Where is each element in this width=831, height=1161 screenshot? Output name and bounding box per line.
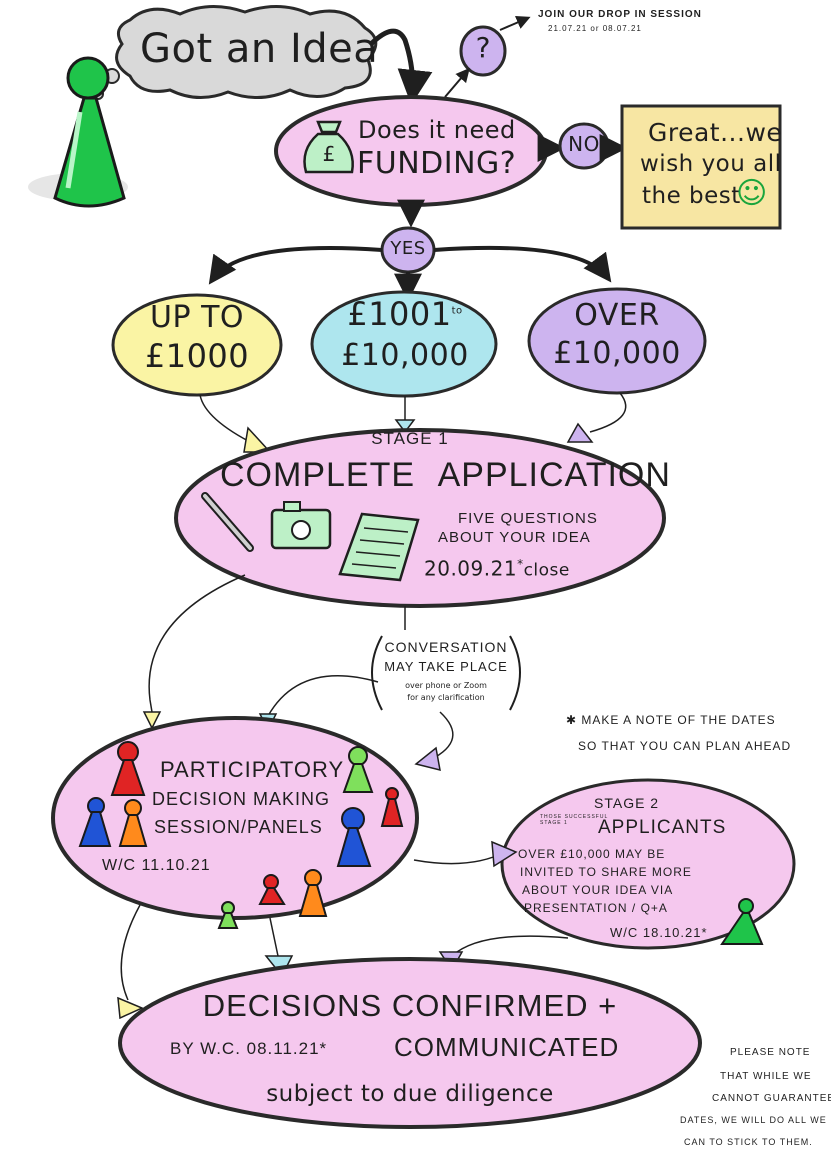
tier-1-line-1: UP TO: [149, 300, 245, 335]
tier-3-ellipse: [527, 287, 707, 395]
decisions-line-1: DECISIONS CONFIRMED +: [202, 988, 618, 1023]
conversation-line-1: CONVERSATION: [384, 639, 508, 655]
please-note-line-2: THAT WHILE WE: [720, 1071, 812, 1082]
tier-3-line-2: £10,000: [553, 336, 681, 371]
funding-question-line-2: FUNDING?: [357, 146, 517, 181]
stage-1-close-star: *: [517, 557, 524, 571]
panels-line-1: PARTICIPATORY: [160, 757, 345, 782]
small-green-figure-icon: [720, 898, 764, 945]
stage-2-line-3: ABOUT YOUR IDEA VIA: [522, 883, 674, 897]
arrow-yes-to-tier-3: [433, 245, 612, 283]
stage-1-questions-line-1: FIVE QUESTIONS: [458, 510, 598, 527]
decisions-line-2: COMMUNICATED: [394, 1032, 620, 1062]
green-figure-icon: [28, 56, 128, 208]
stage-2-title: APPLICANTS: [598, 817, 727, 838]
decisions-ellipse: [118, 957, 702, 1129]
dates-note-line-2: SO THAT YOU CAN PLAN AHEAD: [578, 739, 792, 753]
decisions-by-label: BY W.C. 08.11.21*: [170, 1039, 328, 1058]
smiley-icon: ☺: [736, 176, 768, 211]
conversation-line-2: MAY TAKE PLACE: [384, 659, 508, 674]
please-note-line-1: PLEASE NOTE: [730, 1047, 811, 1058]
arrow-yes-to-tier-1: [208, 246, 383, 285]
yes-label: YES: [390, 238, 426, 259]
stage-2-line-4: PRESENTATION / Q+A: [524, 901, 668, 915]
tier-1-line-2: £1000: [144, 337, 250, 375]
stage-1-close: 20.09.21*close: [424, 558, 570, 581]
tier-1-ellipse: [111, 293, 283, 397]
tier-3-line-1: OVER: [574, 298, 660, 333]
tier-2-amount: £1001: [347, 295, 452, 333]
funding-question-line-1: Does it need: [358, 116, 516, 144]
no-label: NO: [568, 132, 600, 156]
tier-2-ellipse: [310, 290, 498, 398]
tier-2-line-2: £10,000: [341, 338, 469, 373]
pound-symbol-on-bag: £: [322, 142, 336, 166]
drop-in-dates: 21.07.21 or 08.07.21: [548, 24, 642, 33]
camera-icon: [270, 501, 332, 550]
great-note-line-2: wish you all: [640, 151, 782, 177]
arrow-panels-to-decisions-2: [269, 917, 279, 957]
panels-ellipse: [51, 716, 419, 920]
thought-cloud: [92, 4, 378, 100]
panels-date: W/C 11.10.21: [102, 857, 211, 874]
stage-1-questions-line-2: ABOUT YOUR IDEA: [438, 529, 591, 546]
tier-2-line-1: £1001to: [340, 295, 470, 333]
panels-line-2: DECISION MAKING: [152, 789, 331, 809]
arrow-stage-2-to-decisions: [451, 935, 569, 957]
great-note-line-3: the best: [642, 183, 741, 209]
question-mark: ?: [475, 31, 491, 64]
arrow-tier-3-to-stage-1: [589, 392, 627, 433]
arrow-panels-to-decisions-1: [120, 904, 141, 1001]
arrow-to-drop-in: [499, 15, 531, 31]
tier-2-sup: to: [451, 305, 463, 317]
stage-1-close-date: 20.09.21: [424, 556, 518, 581]
please-note-line-4: DATES, WE WILL DO ALL WE: [680, 1115, 827, 1125]
sticky-note: [620, 104, 782, 230]
stage-2-line-1: OVER £10,000 MAY BE: [518, 847, 666, 861]
great-note-line-1: Great...we: [648, 118, 783, 147]
stage-1-heading: STAGE 1: [371, 429, 449, 448]
stage-2-ellipse: [500, 778, 796, 950]
title-got-an-idea: Got an Idea: [140, 26, 379, 72]
question-bubble: [459, 25, 507, 77]
conversation-line-3: over phone or Zoom: [405, 681, 487, 690]
arrow-to-question: [444, 67, 470, 98]
stage-1-ellipse: [174, 428, 666, 608]
arrow-panels-to-stage-2: [413, 851, 506, 865]
document-icon: [338, 512, 420, 582]
panels-line-3: SESSION/PANELS: [154, 817, 323, 837]
stage-2-small: THOSE SUCCESSFUL STAGE 1: [540, 814, 609, 826]
stage-2-heading: STAGE 2: [594, 795, 660, 811]
please-note-line-3: CANNOT GUARANTEE: [712, 1093, 831, 1104]
stage-1-title: COMPLETE APPLICATION: [220, 456, 671, 494]
stage-1-close-word: close: [523, 560, 570, 581]
arrow-cloud-to-funding: [368, 28, 433, 105]
arrow-stage-1-to-panels: [148, 574, 246, 713]
dates-note-line-1: ✱ MAKE A NOTE OF THE DATES: [566, 713, 776, 727]
money-bag-icon: [303, 120, 354, 174]
conversation-bracket-left: [371, 635, 383, 711]
please-note-line-5: CAN TO STICK TO THEM.: [684, 1137, 813, 1147]
drop-in-label: JOIN OUR DROP IN SESSION: [538, 9, 702, 20]
arrow-conversation-to-panels: [267, 675, 379, 717]
decisions-line-3: subject to due diligence: [266, 1081, 554, 1107]
conversation-line-4: for any clarification: [407, 693, 485, 702]
pen-icon: [201, 492, 254, 552]
pawn-figures-icon: [78, 741, 404, 929]
stage-2-line-2: INVITED TO SHARE MORE: [520, 865, 692, 879]
stage-2-date: W/C 18.10.21*: [610, 925, 708, 940]
conversation-bracket-right: [509, 635, 521, 711]
